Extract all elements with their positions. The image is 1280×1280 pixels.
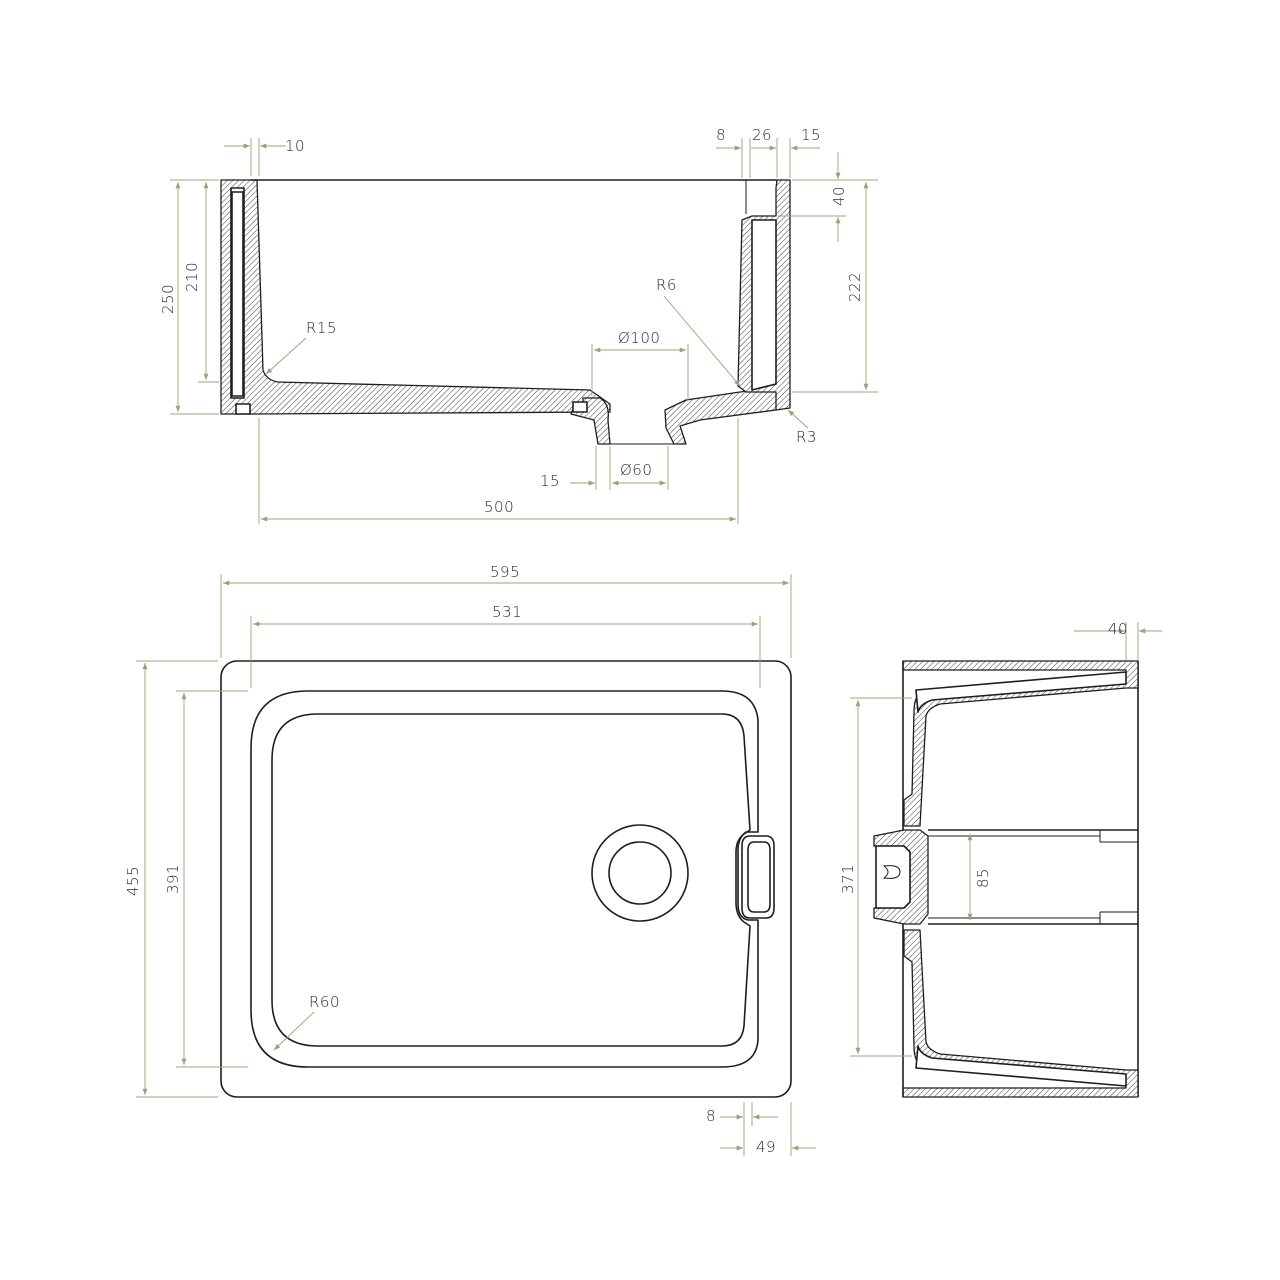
label-r6: R6 bbox=[656, 276, 677, 294]
dim-222: 222 bbox=[846, 272, 864, 302]
label-40-side: 40 bbox=[1108, 620, 1128, 638]
left-cavity-wedge bbox=[231, 191, 244, 397]
dim-10: 10 bbox=[285, 137, 305, 155]
dim-250: 250 bbox=[159, 284, 177, 314]
overflow-channel bbox=[751, 219, 777, 391]
side-drain-seal bbox=[882, 865, 901, 879]
overflow-slot-outer bbox=[741, 835, 775, 919]
overflow-slot-inner bbox=[747, 841, 771, 913]
label-r60: R60 bbox=[309, 993, 340, 1011]
dim-210: 210 bbox=[183, 262, 201, 292]
label-49: 49 bbox=[756, 1138, 776, 1156]
sink-outline bbox=[220, 660, 792, 1098]
dim-40-right: 40 bbox=[830, 186, 848, 206]
label-r3: R3 bbox=[796, 428, 817, 446]
label-d100: Ø100 bbox=[618, 329, 660, 347]
drain-outer-ring bbox=[591, 824, 689, 922]
bowl-inner bbox=[271, 713, 751, 1047]
section-view: 10 8 26 15 40 222 250 210 R15 bbox=[159, 126, 878, 524]
label-455: 455 bbox=[124, 866, 142, 896]
label-r15: R15 bbox=[306, 319, 337, 337]
label-531: 531 bbox=[492, 603, 522, 621]
drain-inner-ring bbox=[608, 841, 672, 905]
label-85: 85 bbox=[974, 868, 992, 888]
label-8-bottom: 8 bbox=[706, 1107, 716, 1125]
side-top-channel bbox=[915, 671, 1127, 713]
label-500: 500 bbox=[484, 498, 514, 516]
left-wall-section bbox=[220, 179, 611, 415]
label-15-bottom: 15 bbox=[540, 472, 560, 490]
foot-recess-left bbox=[235, 403, 251, 415]
plan-view: 595 531 455 391 R60 8 49 bbox=[124, 563, 816, 1156]
label-d60: Ø60 bbox=[620, 461, 652, 479]
label-391: 391 bbox=[164, 864, 182, 894]
label-371: 371 bbox=[839, 864, 857, 894]
dim-15-top: 15 bbox=[801, 126, 821, 144]
dim-8-top: 8 bbox=[716, 126, 726, 144]
dim-26: 26 bbox=[752, 126, 772, 144]
drain-right-section bbox=[664, 387, 791, 445]
foot-recess-mid bbox=[572, 401, 588, 413]
side-section-view: 40 371 85 bbox=[839, 620, 1162, 1098]
bowl-outer bbox=[250, 690, 759, 1068]
label-595: 595 bbox=[490, 563, 520, 581]
side-drain-cavity bbox=[875, 845, 911, 909]
side-bottom-channel bbox=[915, 1045, 1127, 1087]
